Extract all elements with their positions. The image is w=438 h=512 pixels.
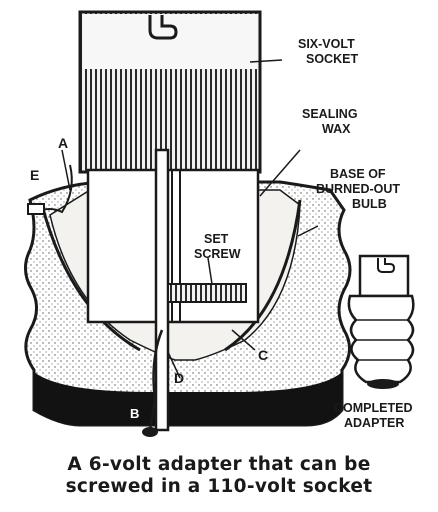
label-letter-b: B [130,406,139,421]
label-letter-c: C [258,347,268,363]
terminal-e [27,203,45,215]
base-contact [142,427,158,437]
set-screw [167,283,247,303]
inner-cone-left [40,204,141,352]
caption-line-2: screwed in a 110-volt socket [65,476,373,497]
label-base-of-bulb-3: BULB [352,197,387,211]
label-letter-d: D [174,370,184,386]
label-set-screw-1: SET [204,232,229,246]
label-completed-adapter-1: COMPLETED [334,401,412,415]
label-letter-e: E [30,167,39,183]
lead-wire [148,329,164,431]
bulb-base-bottom [34,372,342,425]
label-sealing-wax-1: SEALING [302,107,358,121]
socket-bayonet-slot [148,15,178,40]
caption-line-1: A 6-volt adapter that can be [67,454,371,475]
inner-cone-right [224,199,302,352]
label-sealing-wax-2: WAX [322,122,351,136]
label-set-screw-2: SCREW [194,247,241,261]
label-letter-a: A [58,135,68,151]
socket-top-highlight [83,14,257,69]
label-base-of-bulb-1: BASE OF [330,167,386,181]
completed-adapter-illustration [347,254,415,389]
center-contact-rod [154,148,170,432]
label-six-volt-socket-1: SIX-VOLT [298,37,355,51]
label-completed-adapter-2: ADAPTER [344,416,404,430]
label-six-volt-socket-2: SOCKET [306,52,358,66]
label-base-of-bulb-2: BURNED-OUT [316,182,400,196]
